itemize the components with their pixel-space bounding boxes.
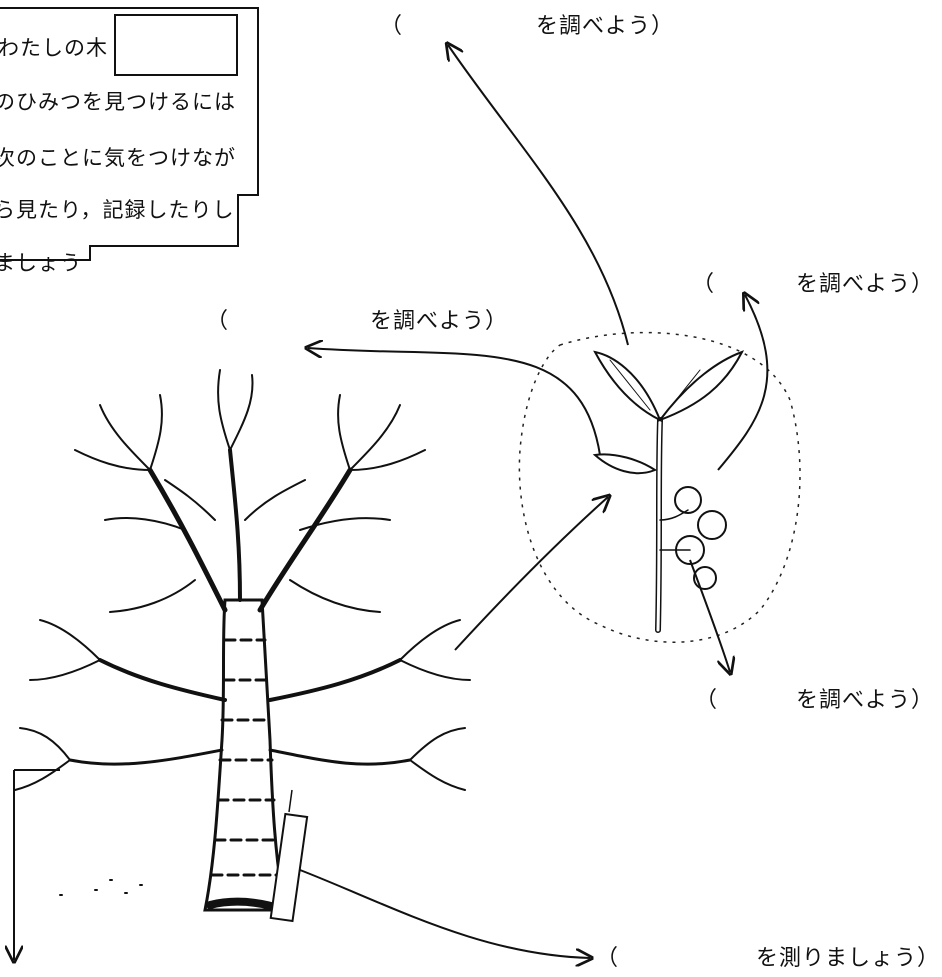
arrow-to-left-prompt <box>308 348 600 455</box>
bottom-prompt-text[interactable]: を測りましょう） <box>756 940 940 972</box>
header-line-2: 次のことに気をつけなが <box>0 142 236 172</box>
arrow-to-top-prompt <box>448 45 628 345</box>
cherry-tree-drawing <box>15 370 470 910</box>
arrow-tree-to-branch <box>455 497 608 650</box>
arrow-to-right-upper-prompt <box>718 295 767 470</box>
header-line-1: のひみつを見つけるには <box>0 86 236 116</box>
bottom-prompt-open: （ <box>596 940 618 972</box>
left-prompt-open: （ <box>206 303 228 335</box>
top-prompt-open: （ <box>380 8 402 40</box>
header-line-3: ら見たり，記録したりし <box>0 194 235 224</box>
arrow-to-right-lower-prompt <box>690 560 730 672</box>
right-lower-prompt-open: （ <box>695 682 717 714</box>
top-prompt-text[interactable]: を調べよう） <box>536 8 674 40</box>
right-upper-prompt-open: （ <box>692 266 714 298</box>
left-prompt-text[interactable]: を調べよう） <box>370 303 508 335</box>
right-upper-prompt-text[interactable]: を調べよう） <box>796 266 934 298</box>
tree-name-input-box[interactable] <box>114 14 238 76</box>
tree-label: わたしの木 <box>0 32 108 62</box>
right-lower-prompt-text[interactable]: を調べよう） <box>796 682 934 714</box>
header-line-4: ましょう <box>0 247 82 277</box>
arrow-tag-to-bottom-prompt <box>300 870 590 958</box>
branch-detail-drawing <box>595 352 742 630</box>
